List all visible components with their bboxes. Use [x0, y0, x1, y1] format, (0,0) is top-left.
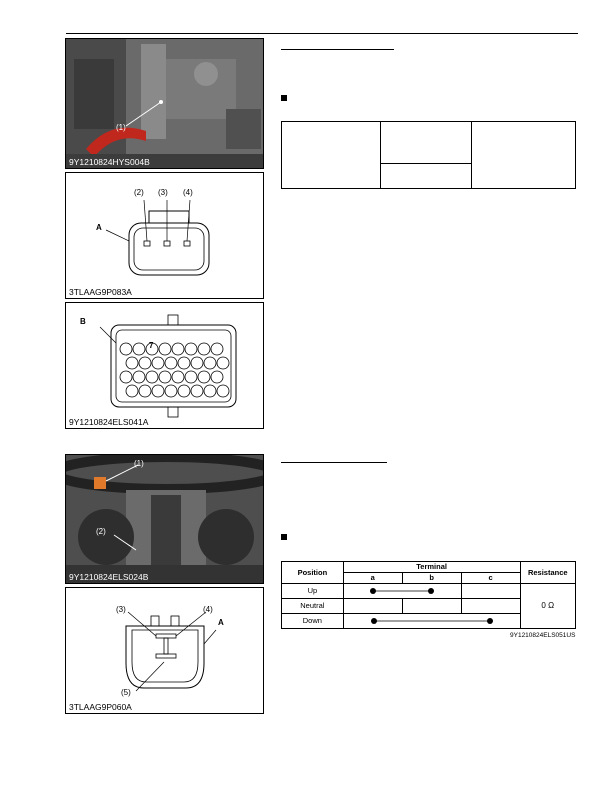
terminal-table-header-resistance: Resistance	[519, 561, 577, 584]
figure-5-callout-5: (5)	[121, 688, 131, 697]
position-cell-up: Up	[281, 583, 344, 599]
figure-2-callout-3: (3)	[158, 188, 168, 197]
connector-pin	[132, 342, 146, 356]
spec-cell-condition-2	[380, 163, 472, 189]
continuity-line-down	[370, 618, 493, 624]
connector-pin	[171, 370, 185, 384]
figure-5-callout-3: (3)	[116, 605, 126, 614]
terminal-table: Position Terminal Resistance a b c Up 0 …	[281, 561, 577, 629]
connector-pin	[145, 342, 159, 356]
figure-5-letter-a: A	[218, 618, 224, 627]
terminal-table-header-terminal: Terminal	[342, 561, 521, 573]
section-1-bullet	[281, 95, 287, 101]
spec-cell-condition	[380, 121, 472, 164]
connector-pin	[203, 384, 217, 398]
connector-pin	[197, 370, 211, 384]
connector-pin	[171, 342, 185, 356]
terminal-header-b: b	[401, 572, 462, 584]
connector-pin	[177, 384, 191, 398]
figure-3-pin-label: 7	[149, 341, 154, 350]
connector-pin	[184, 342, 198, 356]
continuity-up-a-b	[342, 583, 462, 599]
spec-cell-item	[281, 121, 381, 189]
three-pin-connector-drawing	[105, 199, 210, 276]
spec-cell-value	[471, 121, 576, 189]
connector-pin	[158, 342, 172, 356]
figure-4-callout-1: (1)	[134, 459, 144, 468]
figure-4-code: 9Y1210824ELS024B	[69, 572, 149, 582]
resistance-value: 0 Ω	[519, 583, 577, 629]
connector-pin	[138, 384, 152, 398]
connector-pin	[151, 384, 165, 398]
steering-area-illustration	[66, 455, 263, 583]
connector-pin	[203, 356, 217, 370]
figure-3-code: 9Y1210824ELS041A	[69, 417, 149, 427]
spec-table	[281, 121, 576, 189]
connector-pin	[119, 370, 133, 384]
connector-pin	[216, 384, 230, 398]
terminal-header-c: c	[460, 572, 521, 584]
figure-5-connector-diagram: (3) (4) (5) A 3TLAAG9P060A	[65, 587, 264, 714]
connector-pin	[151, 356, 165, 370]
header-rule	[66, 33, 578, 34]
connector-pin	[210, 370, 224, 384]
connector-pin	[184, 370, 198, 384]
terminal-header-a: a	[342, 572, 403, 584]
connector-pin	[210, 342, 224, 356]
connector-pin	[125, 356, 139, 370]
connector-pin	[197, 342, 211, 356]
figure-4-photo: (1) (2) 9Y1210824ELS024B	[65, 454, 264, 584]
figure-4-callout-2: (2)	[96, 527, 106, 536]
figure-2-letter-a: A	[96, 223, 102, 232]
terminal-cell-neutral-b	[401, 598, 462, 614]
connector-pin	[125, 384, 139, 398]
figure-3-letter-b: B	[80, 317, 86, 326]
position-cell-neutral: Neutral	[281, 598, 344, 614]
figure-2-callout-4: (4)	[183, 188, 193, 197]
connector-pin	[190, 356, 204, 370]
figure-5-callout-4: (4)	[203, 605, 213, 614]
figure-2-connector-diagram: (2) (3) (4) A 3TLAAG9P083A	[65, 172, 264, 299]
figure-1-photo: (1) 9Y1210824HYS004B	[65, 38, 264, 169]
continuity-line-up	[370, 588, 435, 594]
figure-2-code: 3TLAAG9P083A	[69, 287, 132, 297]
continuity-down-a-c	[342, 613, 521, 629]
connector-pin	[158, 370, 172, 384]
figure-5-code: 3TLAAG9P060A	[69, 702, 132, 712]
connector-pin	[216, 356, 230, 370]
terminal-table-header-position: Position	[281, 561, 344, 584]
terminal-cell-neutral-a	[342, 598, 403, 614]
figure-2-callout-2: (2)	[134, 188, 144, 197]
section-2-title-underline	[281, 462, 387, 463]
connector-pin	[190, 384, 204, 398]
connector-pin	[145, 370, 159, 384]
connector-pin	[119, 342, 133, 356]
engine-photo-illustration	[66, 39, 263, 168]
connector-pin	[164, 384, 178, 398]
multi-pin-connector-drawing	[99, 314, 237, 418]
section-2-bullet	[281, 534, 287, 540]
connector-pin	[177, 356, 191, 370]
connector-pin	[138, 356, 152, 370]
switch-connector-drawing	[125, 611, 217, 692]
figure-1-code: 9Y1210824HYS004B	[69, 157, 150, 167]
terminal-table-code: 9Y1210824ELS051US	[510, 632, 576, 639]
section-1-title-underline	[281, 49, 394, 50]
connector-pin	[132, 370, 146, 384]
figure-3-connector-diagram: B 7 9Y1210824ELS041A	[65, 302, 264, 429]
position-cell-down: Down	[281, 613, 344, 629]
terminal-cell-up-c	[460, 583, 521, 599]
figure-1-callout-1: (1)	[116, 123, 126, 132]
connector-pin	[164, 356, 178, 370]
terminal-cell-neutral-c	[460, 598, 521, 614]
